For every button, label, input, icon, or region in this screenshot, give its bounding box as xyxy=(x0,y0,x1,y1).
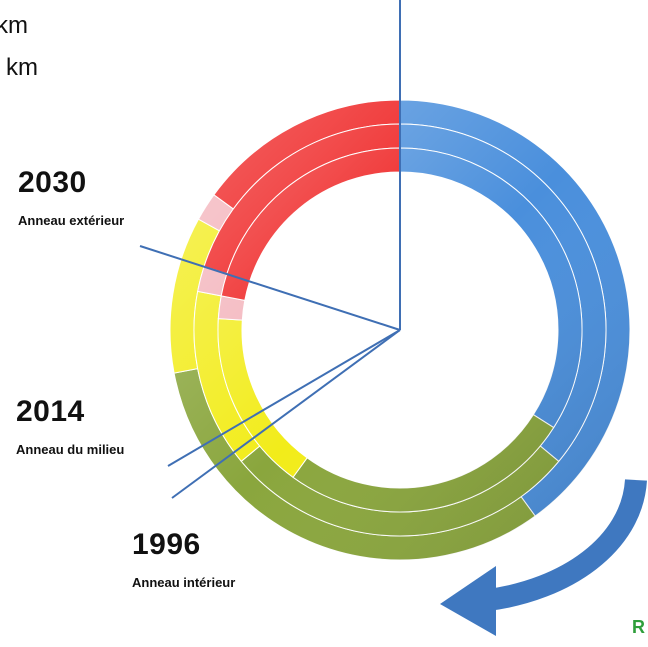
header-fragment-2: km xyxy=(6,54,38,81)
year-label-middle: 2014 xyxy=(16,395,85,428)
leader-line-1 xyxy=(139,245,401,331)
corner-fragment: R xyxy=(632,617,645,637)
leader-lines xyxy=(139,0,401,499)
leader-line-3 xyxy=(171,329,401,499)
leader-line-2 xyxy=(167,329,401,467)
rings-layer xyxy=(169,99,631,561)
year-label-inner: 1996 xyxy=(132,528,201,561)
year-label-outer: 2030 xyxy=(18,166,87,199)
direction-arrow-shaft xyxy=(486,478,647,611)
header-fragment-1: km xyxy=(0,12,28,39)
direction-arrow xyxy=(440,478,647,636)
ring-label-outer: Anneau extérieur xyxy=(18,213,125,228)
ring-label-middle: Anneau du milieu xyxy=(16,442,125,457)
ring-label-inner: Anneau intérieur xyxy=(132,575,236,590)
direction-arrow-head xyxy=(440,566,496,636)
